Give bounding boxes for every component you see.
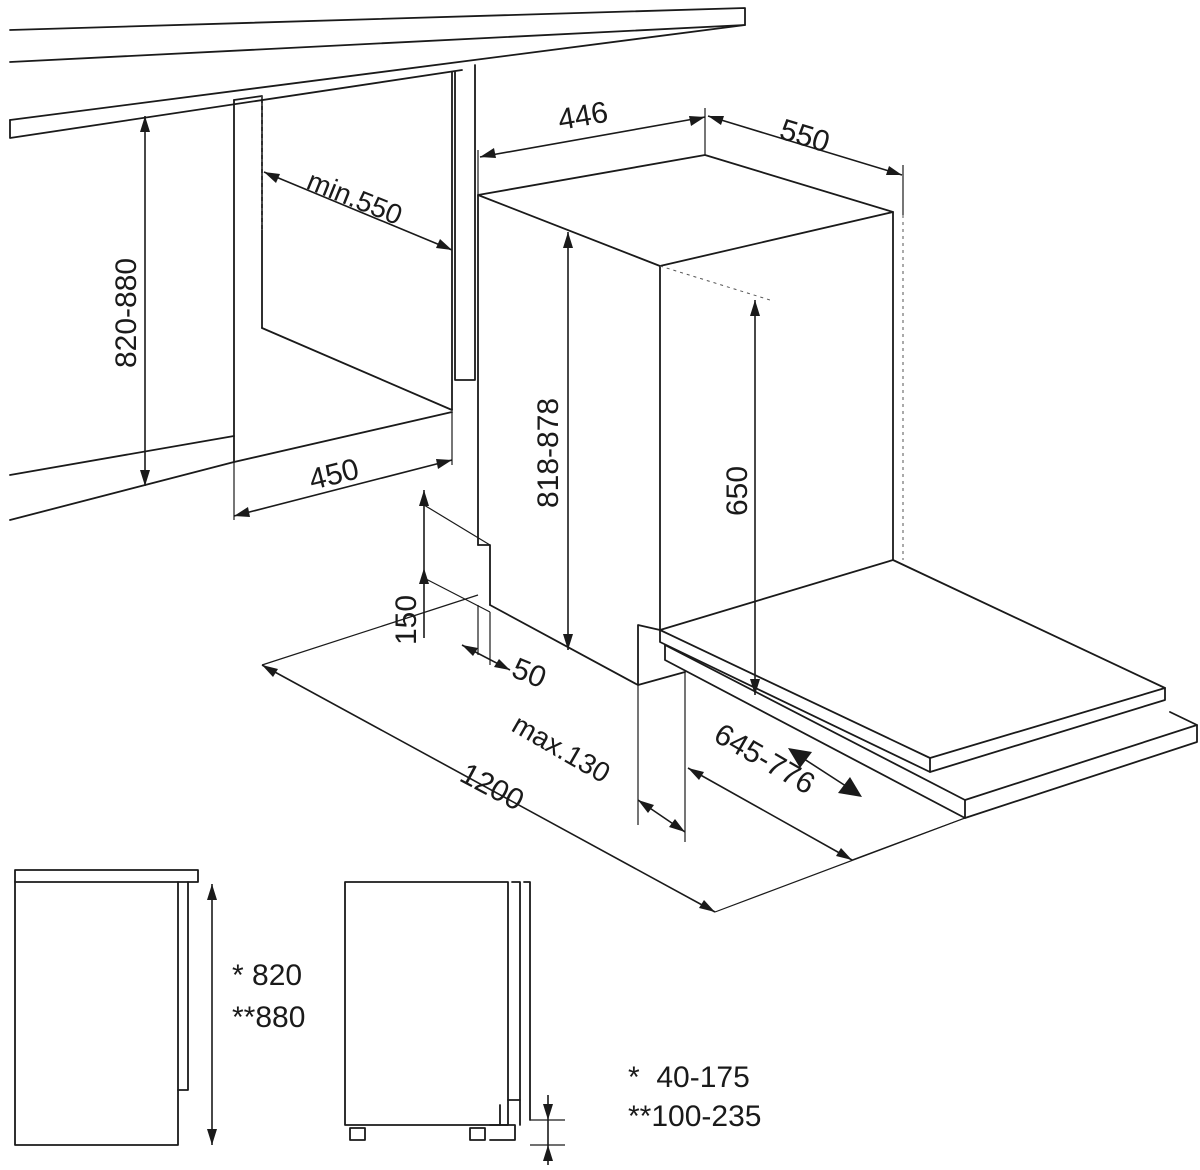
side-view-cabinet: * 820 **880 bbox=[14, 869, 305, 1146]
label-550: 550 bbox=[776, 113, 834, 159]
label-818-878: 818-878 bbox=[532, 398, 565, 508]
label-450: 450 bbox=[306, 453, 363, 497]
niche-cabinet bbox=[9, 64, 476, 521]
label-min550: min.550 bbox=[303, 165, 407, 231]
dim-min550: min.550 bbox=[263, 165, 453, 251]
dim-150: 150 bbox=[390, 490, 491, 645]
label-foot-40-175: * 40-175 bbox=[628, 1061, 750, 1094]
dim-50: 50 bbox=[461, 605, 551, 695]
label-50: 50 bbox=[507, 652, 550, 695]
open-door bbox=[659, 559, 1198, 819]
label-820-880: 820-880 bbox=[110, 258, 143, 368]
side-view-dishwasher bbox=[344, 881, 565, 1165]
dim-1200: 1200 bbox=[261, 594, 966, 913]
label-foot-100-235: **100-235 bbox=[628, 1100, 761, 1133]
worktop bbox=[9, 7, 746, 139]
label-650: 650 bbox=[721, 466, 754, 516]
label-max130: max.130 bbox=[507, 708, 616, 789]
slide-arrow-icon bbox=[788, 748, 862, 797]
dim-818-878: 818-878 bbox=[532, 232, 573, 650]
label-150: 150 bbox=[390, 595, 423, 645]
label-1200: 1200 bbox=[455, 757, 529, 817]
dim-450: 450 bbox=[233, 412, 453, 520]
dim-max130: max.130 bbox=[507, 672, 686, 842]
label-height-880: **880 bbox=[232, 1001, 305, 1034]
dim-645-776: 645-776 bbox=[687, 717, 966, 861]
label-446: 446 bbox=[555, 96, 610, 137]
foot-notes: * 40-175 **100-235 bbox=[628, 1061, 761, 1133]
dim-820-880: 820-880 bbox=[110, 116, 150, 486]
label-height-820: * 820 bbox=[232, 959, 302, 992]
dim-650: 650 bbox=[659, 265, 771, 695]
dim-446: 446 bbox=[477, 96, 706, 195]
